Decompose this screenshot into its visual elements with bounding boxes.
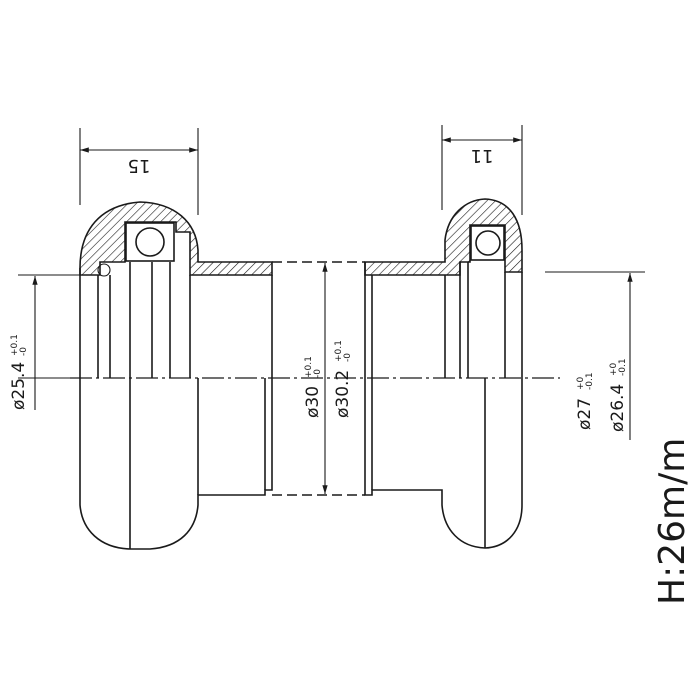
right-diameter-a-lower-tol: -0.1 xyxy=(585,372,595,390)
left-diameter-lower-tol: -0 xyxy=(19,347,29,356)
tube-diameter-a-upper-tol: +0.1 xyxy=(304,356,314,378)
dimension-left-diameter: ø25.4 +0.1 -0 xyxy=(9,274,98,410)
left-cup xyxy=(79,201,273,550)
left-diameter-upper-tol: +0.1 xyxy=(10,334,20,356)
dimension-right-width: 11 xyxy=(441,125,523,215)
tube-diameter-a-lower-tol: -0 xyxy=(313,369,323,378)
tube-diameter-b-label: ø30.2 xyxy=(333,370,353,418)
right-width-label: 11 xyxy=(471,145,494,166)
dimension-right-diameter: ø27 +0 -0.1 ø26.4 +0 -0.1 xyxy=(545,271,645,440)
right-cup-section xyxy=(364,198,523,276)
right-bearing-ball xyxy=(475,230,501,256)
right-diameter-b-label: ø26.4 xyxy=(608,384,628,432)
right-diameter-b-lower-tol: -0.1 xyxy=(618,358,628,376)
right-cup-outline xyxy=(364,262,523,549)
right-cup xyxy=(364,198,523,549)
left-cup-section xyxy=(79,201,273,276)
left-diameter-label: ø25.4 xyxy=(9,362,29,410)
left-bearing-ball xyxy=(135,227,165,257)
dimension-tube-diameter: ø30 +0.1 -0 ø30.2 +0.1 -0 xyxy=(303,263,353,494)
right-diameter-a-label: ø27 xyxy=(575,398,595,430)
dimension-left-width: 15 xyxy=(79,128,199,215)
tube-diameter-b-lower-tol: -0 xyxy=(343,353,353,362)
tube-diameter-b-upper-tol: +0.1 xyxy=(334,340,344,362)
left-cup-outline xyxy=(79,268,273,550)
right-bearing-cage xyxy=(470,225,505,261)
right-diameter-b-upper-tol: +0 xyxy=(609,362,619,376)
stack-height-label: H:26m/m xyxy=(652,438,689,605)
left-bearing-cage xyxy=(125,222,175,262)
right-diameter-a-upper-tol: +0 xyxy=(576,376,586,390)
tube-diameter-a-label: ø30 xyxy=(303,386,323,418)
left-seal-ring xyxy=(97,263,111,277)
left-width-label: 15 xyxy=(128,155,151,176)
